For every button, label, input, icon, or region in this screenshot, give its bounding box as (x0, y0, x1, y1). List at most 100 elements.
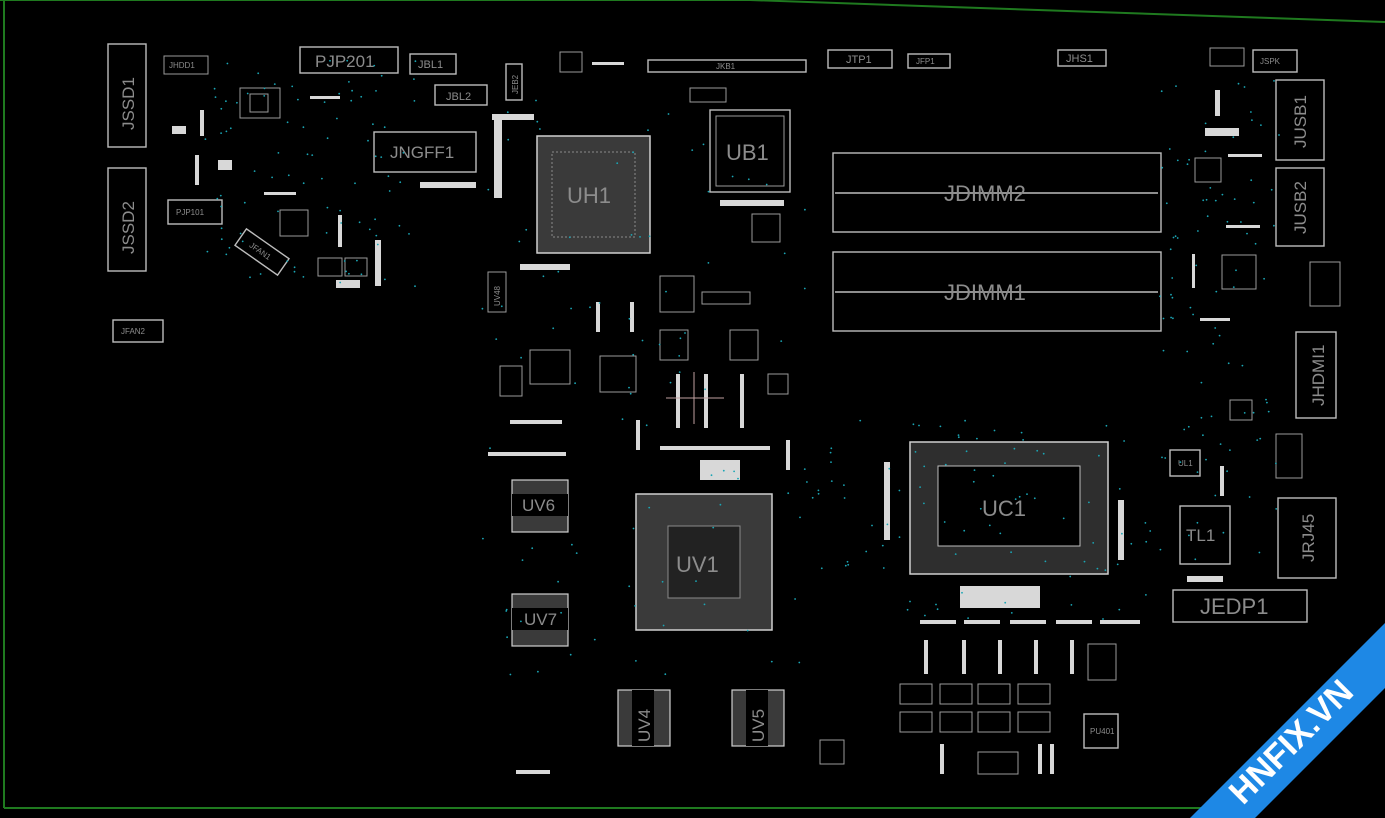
via-dot (1102, 618, 1104, 620)
via-dot (992, 474, 995, 477)
connector-jbl1[interactable]: JBL1 (409, 53, 457, 75)
connector-jfp1[interactable]: JFP1 (907, 53, 951, 69)
via-dot (373, 64, 376, 67)
via-dot (898, 536, 901, 538)
via-dot (1145, 594, 1147, 596)
via-dot (413, 100, 416, 102)
watermark-banner: HNFIX.VN (1190, 623, 1385, 818)
slot-jdimm1[interactable]: JDIMM1 (832, 251, 1162, 332)
via-dot (1197, 230, 1199, 232)
via-dot (1145, 540, 1148, 543)
connector-jrj45[interactable]: JRJ45 (1277, 497, 1337, 579)
connector-jtp1[interactable]: JTP1 (827, 49, 893, 69)
connector-jhdd1[interactable]: JHDD1 (163, 55, 209, 75)
via-dot (1104, 569, 1107, 572)
connector-jeb2[interactable]: JEB2 (505, 63, 523, 101)
via-dot (924, 614, 926, 617)
via-dot (570, 307, 572, 310)
uh1-label: UH1 (567, 183, 611, 208)
connector-jhdmi1[interactable]: JHDMI1 (1295, 331, 1337, 419)
via-dot (589, 306, 591, 309)
jdimm1-label: JDIMM1 (944, 280, 1026, 305)
chip-pu401[interactable]: PU401 (1083, 713, 1119, 749)
connector-pjp201[interactable]: PJP201 (299, 46, 399, 74)
via-dot (1188, 158, 1190, 161)
chip-uc1[interactable]: UC1 (909, 441, 1109, 575)
via-dot (402, 151, 405, 154)
chip-uv7[interactable]: UV7 (511, 593, 569, 647)
via-dot (495, 338, 498, 340)
via-dot (542, 275, 545, 278)
connector-jedp1[interactable]: JEDP1 (1172, 589, 1308, 623)
connector-jspk[interactable]: JSPK (1252, 49, 1298, 73)
via-dot (1170, 293, 1172, 296)
via-dot (1168, 148, 1171, 150)
via-dot (507, 138, 510, 141)
connector-jusb1[interactable]: JUSB1 (1275, 79, 1325, 161)
via-dot (340, 222, 343, 224)
via-dot (1195, 264, 1198, 267)
via-dot (1010, 551, 1012, 554)
via-dot (679, 337, 682, 340)
via-dot (1265, 398, 1267, 401)
connector-jkb1[interactable]: JKB1 (647, 59, 807, 73)
via-dot (909, 600, 911, 603)
chip-uv5[interactable]: UV5 (731, 689, 785, 747)
via-dot (380, 156, 383, 159)
connector-jhs1[interactable]: JHS1 (1057, 49, 1107, 67)
chip-uh1[interactable]: UH1 (536, 135, 651, 254)
via-dot (923, 502, 925, 505)
via-dot (710, 474, 713, 477)
via-dot (830, 447, 833, 450)
via-dot (206, 250, 209, 253)
chip-uv1[interactable]: UV1 (635, 493, 773, 631)
via-dot (367, 139, 369, 142)
chip-uv6[interactable]: UV6 (511, 479, 569, 533)
via-dot (1204, 122, 1207, 125)
via-dot (263, 87, 266, 90)
chip-ul1[interactable]: UL1 (1169, 449, 1201, 477)
slot-jdimm2[interactable]: JDIMM2 (832, 152, 1162, 233)
via-dot (220, 107, 223, 110)
via-dot (707, 262, 710, 264)
via-dot (593, 638, 596, 641)
chip-uv48[interactable]: UV48 (487, 271, 507, 313)
via-dot (323, 101, 326, 103)
chip-ub1[interactable]: UB1 (709, 109, 791, 193)
via-dot (376, 243, 379, 246)
via-dot (939, 425, 942, 428)
via-dot (1206, 215, 1209, 218)
via-dot (560, 611, 562, 614)
connector-jssd1[interactable]: JSSD1 (107, 43, 147, 148)
via-dot (287, 174, 290, 177)
via-dot (621, 418, 624, 421)
via-dot (684, 332, 686, 334)
via-dot (302, 126, 305, 129)
via-dot (634, 605, 636, 607)
connector-jngff1[interactable]: JNGFF1 (373, 131, 477, 173)
via-dot (539, 128, 541, 130)
via-dot (712, 526, 715, 529)
via-dot (351, 89, 353, 92)
connector-jfan2[interactable]: JFAN2 (112, 319, 164, 343)
connector-jbl2[interactable]: JBL2 (434, 84, 488, 106)
via-dot (1226, 220, 1229, 223)
via-dot (1176, 159, 1179, 162)
via-dot (661, 580, 664, 583)
connector-jssd2[interactable]: JSSD2 (107, 167, 147, 272)
connector-jusb2[interactable]: JUSB2 (1275, 167, 1325, 247)
via-dot (286, 121, 289, 124)
via-dot (662, 624, 665, 627)
via-dot (329, 59, 331, 62)
via-dot (1036, 449, 1039, 452)
via-dot (1226, 470, 1228, 473)
via-dot (214, 96, 217, 98)
via-dot (354, 182, 356, 185)
via-dot (1219, 443, 1222, 445)
via-dot (1235, 269, 1237, 272)
chip-tl1[interactable]: TL1 (1179, 505, 1231, 565)
connector-pjp101[interactable]: PJP101 (167, 199, 223, 225)
via-dot (350, 99, 353, 102)
chip-uv4[interactable]: UV4 (617, 689, 671, 747)
